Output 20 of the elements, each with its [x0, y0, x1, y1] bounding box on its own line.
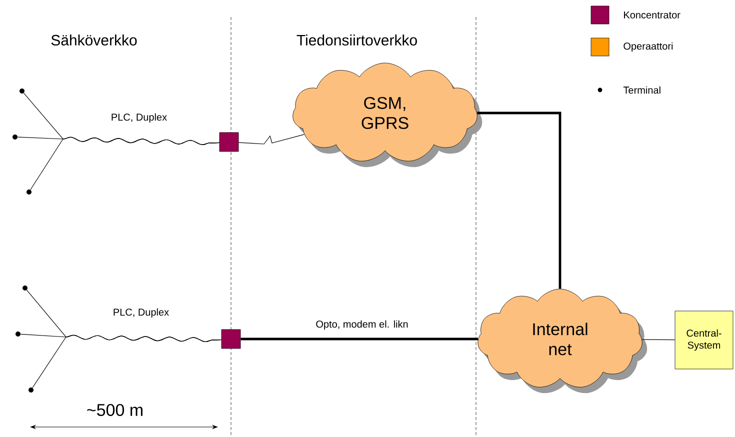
connector-line: [32, 334, 222, 388]
connector-line: [238, 134, 304, 144]
legend-label: Terminal: [623, 86, 660, 94]
cloud: Internal net: [478, 288, 648, 394]
legend-label: Koncentrator: [624, 12, 680, 18]
heading-text: Tiedonsiirtoverkko: [296, 34, 417, 46]
concentrator-box: [219, 132, 239, 152]
cloud: GSM, GPRS: [292, 62, 482, 168]
edge-label: Opto, modem el. likn: [314, 319, 410, 331]
dimension-label: ~500 m: [87, 404, 142, 416]
heading-text: Sähköverkko: [51, 34, 137, 46]
edge-label: PLC, Duplex: [110, 112, 168, 124]
edge-label: PLC, Duplex: [112, 307, 170, 319]
concentrator-box: [221, 329, 241, 349]
connector-line: [477, 112, 562, 289]
legend-label: Operaattori: [624, 42, 673, 52]
system-box: Central-System: [674, 310, 734, 370]
connector-line: [30, 136, 220, 190]
connector-line: [240, 338, 478, 340]
connector-line: [642, 339, 676, 340]
